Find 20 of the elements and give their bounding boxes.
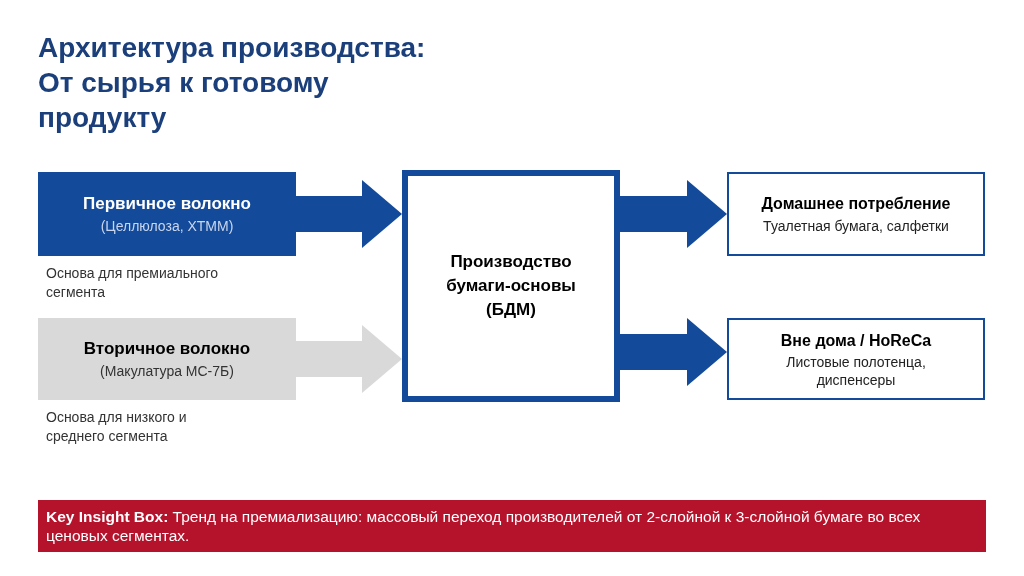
block-arrow bbox=[296, 180, 402, 248]
node-subtitle: (Макулатура МС-7Б) bbox=[100, 362, 234, 382]
node-note: Основа для премиального сегмента bbox=[46, 264, 220, 302]
process-box bbox=[402, 170, 620, 402]
node-note: Основа для низкого и среднего сегмента bbox=[46, 408, 188, 446]
node-subtitle: Листовые полотенца, диспенсеры bbox=[785, 353, 927, 389]
node-subtitle: Туалетная бумага, салфетки bbox=[763, 216, 949, 236]
block-arrow bbox=[620, 180, 727, 248]
node-title: Производство бумаги-основы (БДМ) bbox=[445, 251, 577, 321]
title: Архитектура производства: От сырья к готовому продукту bbox=[38, 31, 427, 135]
node-subtitle: (Целлюлоза, ХТММ) bbox=[100, 217, 234, 237]
block-arrow bbox=[296, 325, 402, 393]
output-box bbox=[727, 172, 985, 256]
node-title: Вторичное волокно bbox=[83, 337, 251, 360]
node-title: Первичное волокно bbox=[83, 192, 251, 215]
node-title: Домашнее потребление bbox=[761, 193, 951, 214]
node-title: Вне дома / HoReCa bbox=[780, 331, 932, 351]
insight-banner bbox=[38, 500, 986, 552]
node-title: Key Insight Box: Тренд на премиализацию: массовый переход производителей от 2-слойной к 3-слойной бумаге во всех ценовых сегментах. bbox=[46, 507, 922, 545]
output-box bbox=[727, 318, 985, 400]
